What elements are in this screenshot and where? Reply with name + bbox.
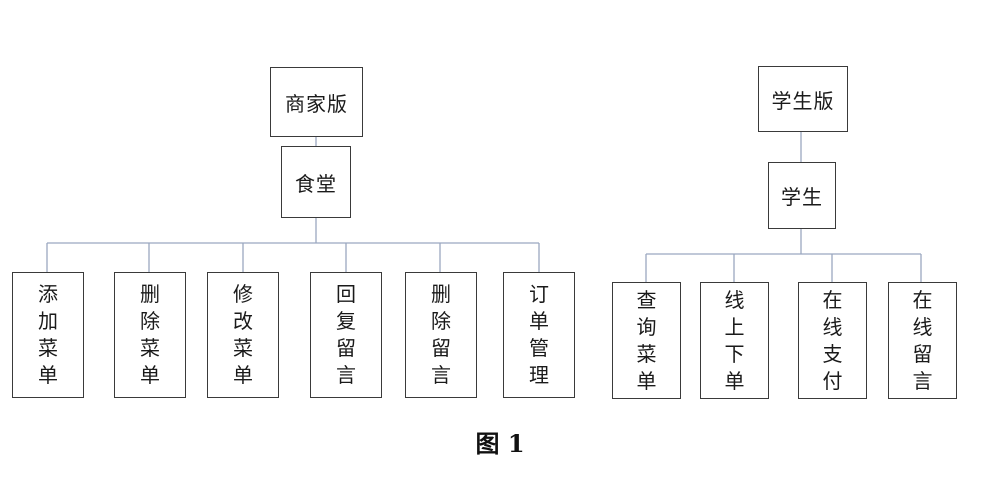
student-node-label: 学生 bbox=[781, 185, 823, 209]
student-node-box: 学生 bbox=[768, 162, 836, 229]
merchant-root-box: 商家版 bbox=[270, 67, 363, 137]
student-child-box-3: 在线支付 bbox=[798, 282, 867, 399]
merchant-child-box-4: 回复留言 bbox=[310, 272, 382, 398]
merchant-node-label: 食堂 bbox=[295, 171, 337, 196]
student-child-label-4: 在线留言 bbox=[912, 287, 933, 393]
student-child-box-1: 查询菜单 bbox=[612, 282, 681, 399]
student-child-label-2: 线上下单 bbox=[724, 287, 745, 393]
merchant-child-box-2: 删除菜单 bbox=[114, 272, 186, 398]
student-root-label: 学生版 bbox=[771, 88, 835, 113]
merchant-child-box-3: 修改菜单 bbox=[207, 272, 279, 398]
student-child-box-4: 在线留言 bbox=[888, 282, 957, 399]
merchant-child-label-4: 回复留言 bbox=[336, 282, 356, 387]
figure-caption: 图 1 bbox=[475, 429, 525, 458]
merchant-child-label-5: 删除留言 bbox=[431, 282, 451, 387]
merchant-child-label-6: 订单管理 bbox=[529, 282, 549, 387]
merchant-child-label-2: 删除菜单 bbox=[140, 282, 160, 387]
merchant-child-box-5: 删除留言 bbox=[405, 272, 477, 398]
student-child-label-3: 在线支付 bbox=[822, 287, 843, 393]
student-root-box: 学生版 bbox=[758, 66, 848, 132]
student-child-box-2: 线上下单 bbox=[700, 282, 769, 399]
merchant-child-box-6: 订单管理 bbox=[503, 272, 575, 398]
merchant-child-label-3: 修改菜单 bbox=[233, 282, 253, 387]
student-child-label-1: 查询菜单 bbox=[636, 287, 657, 393]
merchant-child-box-1: 添加菜单 bbox=[12, 272, 84, 398]
merchant-node-box: 食堂 bbox=[281, 146, 351, 218]
merchant-child-label-1: 添加菜单 bbox=[38, 282, 58, 387]
merchant-root-label: 商家版 bbox=[285, 91, 348, 116]
